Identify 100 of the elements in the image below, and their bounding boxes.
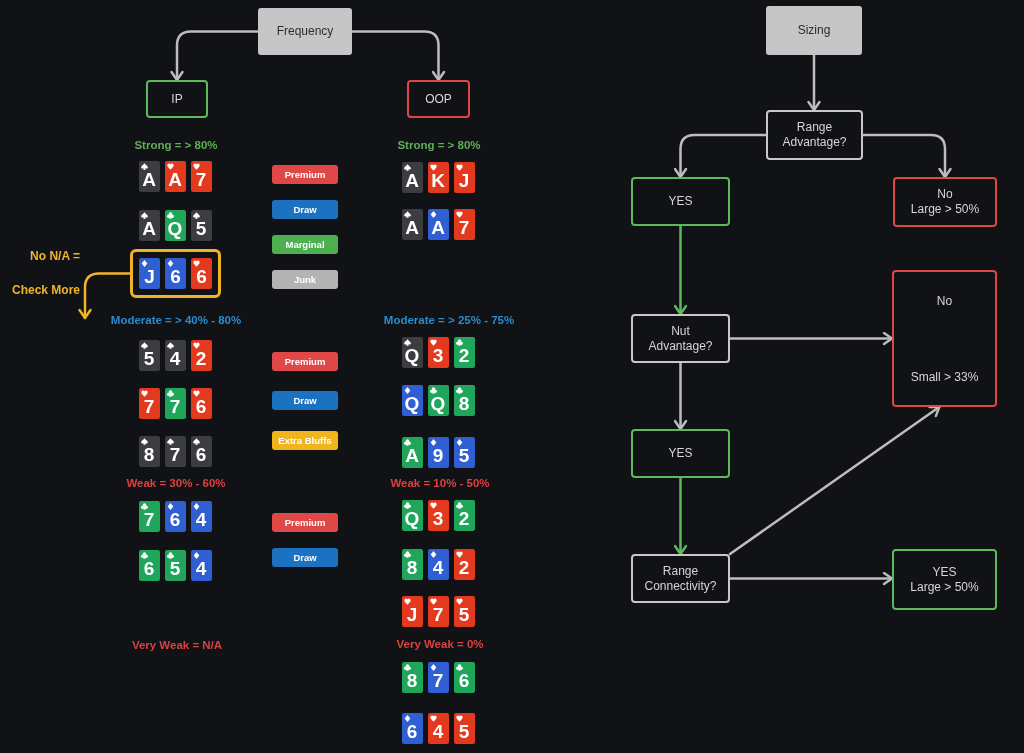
playing-card — [401, 161, 423, 193]
playing-card — [427, 161, 449, 193]
card-rank: 6 — [170, 267, 181, 287]
card-rank: 5 — [458, 445, 470, 466]
playing-card — [401, 595, 423, 627]
playing-card — [453, 384, 475, 416]
arrow — [350, 30, 446, 82]
result-detail: Large > 50% — [910, 202, 980, 217]
arrow — [807, 53, 821, 112]
card-rank: 6 — [196, 267, 207, 287]
playing-card — [138, 160, 160, 192]
arrow — [861, 133, 952, 179]
card-rank: A — [168, 169, 182, 190]
playing-card — [164, 160, 186, 192]
card-rank: 5 — [195, 218, 207, 239]
category-tag: Marginal — [272, 234, 338, 254]
playing-card — [138, 435, 160, 467]
card-rank: 7 — [169, 444, 181, 465]
card-rank: 7 — [458, 217, 470, 238]
strength-heading: Strong = > 80% — [397, 138, 481, 152]
result-box: YES — [631, 429, 730, 478]
strength-heading: Moderate = > 25% - 75% — [383, 313, 515, 327]
card-rank: 8 — [458, 393, 470, 414]
playing-card — [453, 161, 475, 193]
playing-card — [190, 500, 212, 532]
strength-heading: Very Weak = 0% — [396, 637, 484, 651]
arrow — [673, 133, 768, 179]
category-tag: Premium — [272, 512, 338, 532]
card-rank: 6 — [143, 558, 155, 579]
card-rank: 4 — [195, 558, 207, 579]
playing-card — [427, 548, 449, 580]
playing-card — [427, 595, 449, 627]
strength-heading: Very Weak = N/A — [131, 638, 223, 652]
playing-card — [164, 549, 186, 581]
playing-card — [401, 208, 423, 240]
playing-card — [139, 258, 160, 289]
card-rank: 7 — [169, 396, 181, 417]
playing-card — [191, 258, 212, 289]
playing-card — [427, 436, 449, 468]
result-heading: No — [936, 294, 953, 309]
playing-card — [453, 499, 475, 531]
card-rank: 7 — [195, 169, 207, 190]
playing-card — [427, 499, 449, 531]
decision-box: Range Advantage? — [766, 110, 863, 160]
playing-card — [401, 436, 423, 468]
playing-card — [427, 384, 449, 416]
playing-card — [453, 336, 475, 368]
playing-card — [401, 661, 423, 693]
card-rank: J — [406, 604, 418, 625]
playing-card — [453, 595, 475, 627]
arrow — [673, 224, 688, 316]
edge-label: No N/A = Check More — [10, 248, 80, 299]
playing-card — [164, 500, 186, 532]
card-rank: 4 — [432, 557, 444, 578]
playing-card — [427, 712, 449, 744]
category-tag: Premium — [272, 164, 338, 184]
category-tag: Draw — [272, 547, 338, 567]
decision-box: Nut Advantage? — [631, 314, 730, 363]
result-box — [892, 549, 997, 610]
playing-card — [401, 336, 423, 368]
arrow — [170, 30, 260, 82]
card-rank: 8 — [406, 670, 418, 691]
highlight-box — [130, 249, 221, 298]
playing-card — [401, 548, 423, 580]
playing-card — [401, 499, 423, 531]
category-tag: Extra Bluffs — [272, 430, 338, 450]
card-rank: 6 — [195, 396, 207, 417]
card-rank: 2 — [458, 508, 470, 529]
playing-card — [453, 548, 475, 580]
card-rank: A — [405, 217, 419, 238]
card-rank: J — [144, 267, 155, 287]
card-rank: 6 — [195, 444, 207, 465]
card-rank: Q — [430, 393, 446, 414]
playing-card — [138, 549, 160, 581]
card-rank: 7 — [432, 670, 444, 691]
card-rank: A — [405, 170, 419, 191]
category-box: Frequency — [258, 8, 352, 55]
playing-card — [453, 661, 475, 693]
category-tag: Draw — [272, 390, 338, 410]
card-rank: 6 — [406, 721, 418, 742]
card-rank: A — [142, 169, 156, 190]
result-detail: Small > 33% — [910, 370, 979, 385]
category-box: Sizing — [766, 6, 862, 55]
card-rank: 7 — [143, 396, 155, 417]
strength-heading: Weak = 10% - 50% — [390, 476, 490, 490]
playing-card — [138, 500, 160, 532]
result-heading: YES — [932, 564, 957, 580]
card-rank: Q — [404, 393, 420, 414]
playing-card — [453, 208, 475, 240]
arrow — [673, 476, 688, 556]
card-rank: 2 — [458, 557, 470, 578]
card-rank: 5 — [143, 348, 155, 369]
category-tag: Premium — [272, 351, 338, 371]
strength-heading: Moderate = > 40% - 80% — [110, 313, 242, 327]
card-rank: 4 — [169, 348, 181, 369]
card-rank: J — [458, 170, 470, 191]
card-rank: A — [431, 217, 445, 238]
playing-card — [401, 384, 423, 416]
result-box — [892, 270, 997, 407]
card-rank: 3 — [432, 345, 444, 366]
